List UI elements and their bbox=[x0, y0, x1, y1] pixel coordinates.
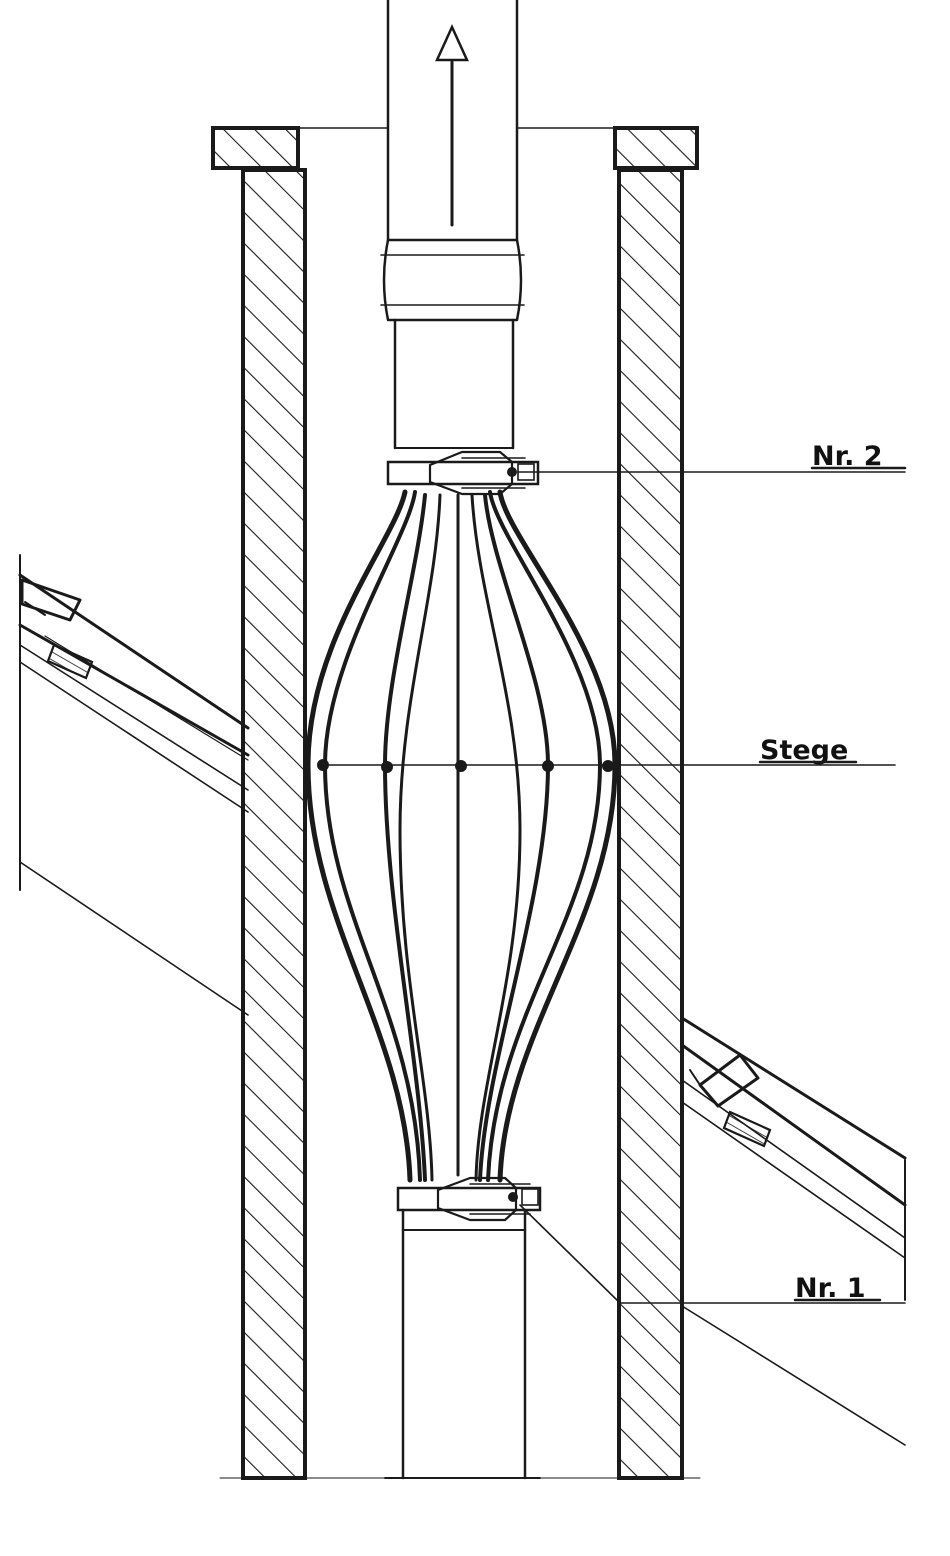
roof-left bbox=[18, 554, 250, 1016]
roof-right bbox=[680, 1016, 907, 1446]
spacer-rib-dots bbox=[317, 759, 614, 773]
roof-right-tile-batten bbox=[722, 1110, 772, 1148]
flue-pipe-lower bbox=[219, 1208, 701, 1480]
flow-direction-arrow-icon bbox=[435, 23, 469, 227]
chimney-left-wall bbox=[241, 168, 307, 1480]
chimney-right-wall bbox=[617, 168, 684, 1480]
roof-left-tile-batten bbox=[46, 643, 94, 680]
chimney-cap-right bbox=[613, 126, 699, 170]
pipe-coupling-sleeve bbox=[380, 238, 525, 322]
chimney-cap-left bbox=[211, 126, 300, 170]
leader-line-nr-1 bbox=[519, 1204, 906, 1304]
clamp-nr-2 bbox=[386, 450, 540, 496]
flue-pipe-upper bbox=[386, 0, 519, 242]
spacer-ribs bbox=[305, 489, 618, 1183]
flue-pipe-middle bbox=[393, 318, 515, 450]
clamp-nr-1 bbox=[396, 1176, 542, 1222]
